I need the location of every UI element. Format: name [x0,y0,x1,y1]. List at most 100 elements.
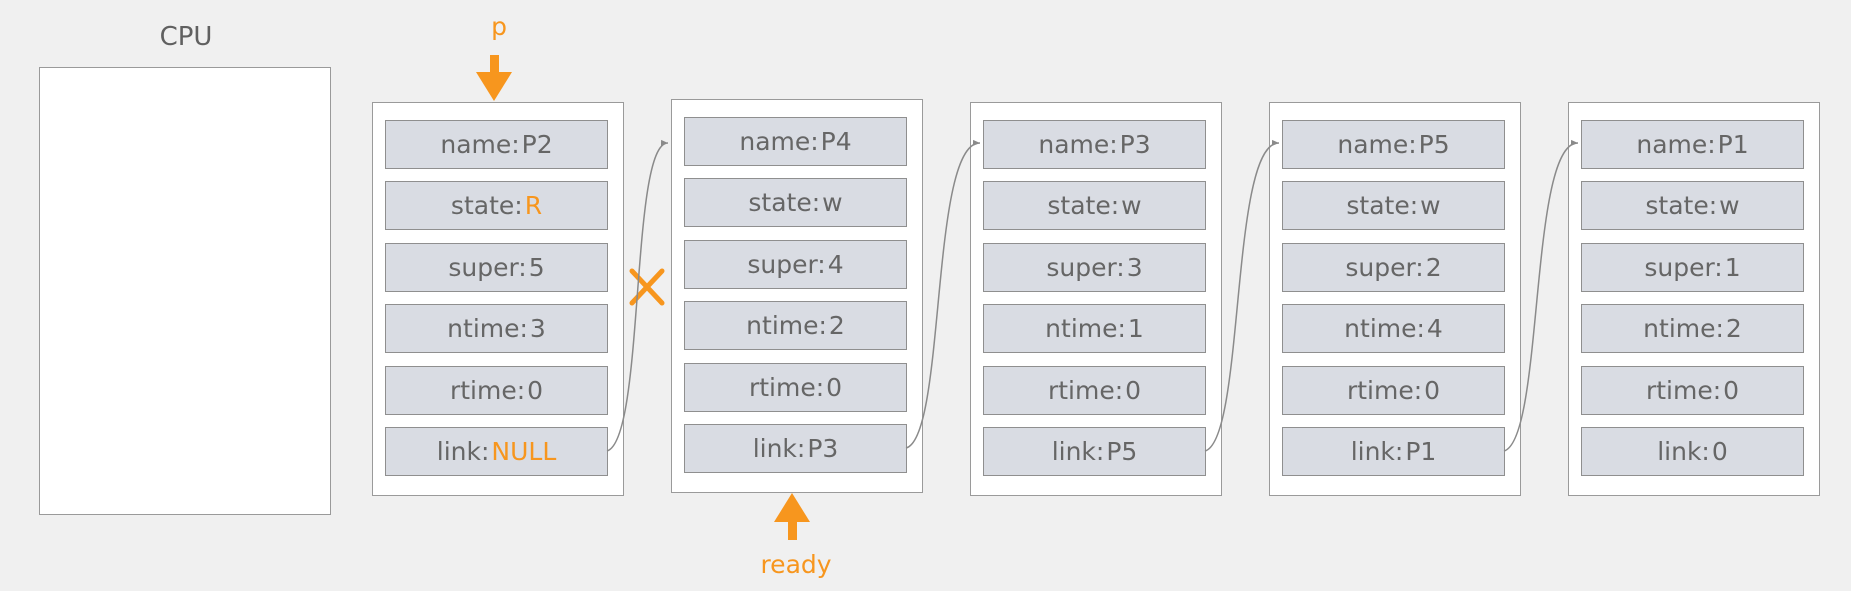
field-value: 2 [1425,253,1442,282]
pcb-field-name: name:P5 [1282,120,1505,169]
pcb-field-ntime: ntime:1 [983,304,1206,353]
field-key: name: [739,127,819,156]
pcb-field-link: link:NULL [385,427,608,476]
field-key: rtime: [449,376,526,405]
link-arrow-p2-to-p4 [606,139,669,452]
field-value: 2 [828,311,845,340]
field-key: state: [450,191,523,220]
field-value: 0 [1711,437,1728,466]
field-value: P5 [1106,437,1138,466]
field-value: w [822,188,843,217]
field-value: NULL [491,437,557,466]
ready-pointer-label: ready [760,550,832,579]
pcb-box: name:P5 state:w super:2 ntime:4 rtime:0 link:… [1269,102,1521,496]
pcb-field-ntime: ntime:4 [1282,304,1505,353]
field-key: ntime: [1643,314,1724,343]
pcb-field-name: name:P4 [684,117,907,166]
field-value: 0 [1424,376,1441,405]
link-arrow-p3-to-p5 [1204,139,1280,452]
field-value: 4 [1426,314,1443,343]
pcb-field-super: super:3 [983,243,1206,292]
field-key: rtime: [1346,376,1423,405]
field-key: ntime: [1344,314,1425,343]
pcb-field-super: super:1 [1581,243,1804,292]
field-key: super: [448,253,527,282]
pcb-field-link: link:0 [1581,427,1804,476]
field-value: P4 [820,127,852,156]
field-value: w [1420,191,1441,220]
field-value: 0 [1723,376,1740,405]
field-key: link: [752,434,806,463]
link-arrow-p4-to-p3 [905,139,981,449]
pcb-field-super: super:5 [385,243,608,292]
field-value: P3 [807,434,839,463]
field-key: link: [1051,437,1105,466]
field-value: 5 [528,253,545,282]
pcb-field-state: state:w [684,178,907,227]
field-value: 3 [1126,253,1143,282]
field-value: 4 [827,250,844,279]
field-key: name: [1636,130,1716,159]
pcb-field-rtime: rtime:0 [1282,366,1505,415]
field-value: w [1121,191,1142,220]
field-key: super: [747,250,826,279]
field-value: 3 [529,314,546,343]
field-key: state: [1047,191,1120,220]
pcb-field-ntime: ntime:2 [1581,304,1804,353]
pcb-field-state: state:w [1282,181,1505,230]
pcb-field-link: link:P3 [684,424,907,473]
field-value: P1 [1405,437,1437,466]
field-key: state: [748,188,821,217]
field-key: ntime: [746,311,827,340]
pcb-field-state: state:R [385,181,608,230]
field-key: ntime: [447,314,528,343]
pcb-field-link: link:P1 [1282,427,1505,476]
field-value: 0 [826,373,843,402]
field-value: w [1719,191,1740,220]
pcb-field-name: name:P2 [385,120,608,169]
p-arrow-icon [476,55,512,101]
cpu-title: CPU [159,22,213,52]
field-key: link: [1350,437,1404,466]
field-key: rtime: [1645,376,1722,405]
pcb-field-rtime: rtime:0 [385,366,608,415]
field-key: super: [1345,253,1424,282]
pcb-field-rtime: rtime:0 [684,363,907,412]
field-key: name: [1337,130,1417,159]
pcb-field-name: name:P1 [1581,120,1804,169]
pcb-field-ntime: ntime:3 [385,304,608,353]
pcb-field-rtime: rtime:0 [1581,366,1804,415]
field-key: name: [1038,130,1118,159]
field-value: 0 [1125,376,1142,405]
p-pointer-label: p [491,12,507,41]
field-value: 2 [1725,314,1742,343]
ready-arrow-icon [774,493,810,540]
pcb-field-ntime: ntime:2 [684,301,907,350]
field-key: super: [1046,253,1125,282]
field-value: 0 [527,376,544,405]
field-value: R [524,191,543,220]
pcb-field-name: name:P3 [983,120,1206,169]
field-key: state: [1346,191,1419,220]
field-value: P3 [1119,130,1151,159]
field-key: super: [1644,253,1723,282]
pcb-box: name:P3 state:w super:3 ntime:1 rtime:0 link:… [970,102,1222,496]
field-key: link: [1657,437,1710,466]
cpu-box [39,67,331,515]
field-key: rtime: [748,373,825,402]
pcb-field-state: state:w [1581,181,1804,230]
field-value: P1 [1717,130,1749,159]
link-arrow-p5-to-p1 [1503,139,1579,452]
field-key: ntime: [1045,314,1126,343]
pcb-field-link: link:P5 [983,427,1206,476]
field-key: name: [440,130,520,159]
field-key: link: [436,437,490,466]
pcb-field-super: super:4 [684,240,907,289]
field-key: state: [1645,191,1718,220]
field-value: P2 [521,130,553,159]
field-key: rtime: [1047,376,1124,405]
pcb-field-rtime: rtime:0 [983,366,1206,415]
